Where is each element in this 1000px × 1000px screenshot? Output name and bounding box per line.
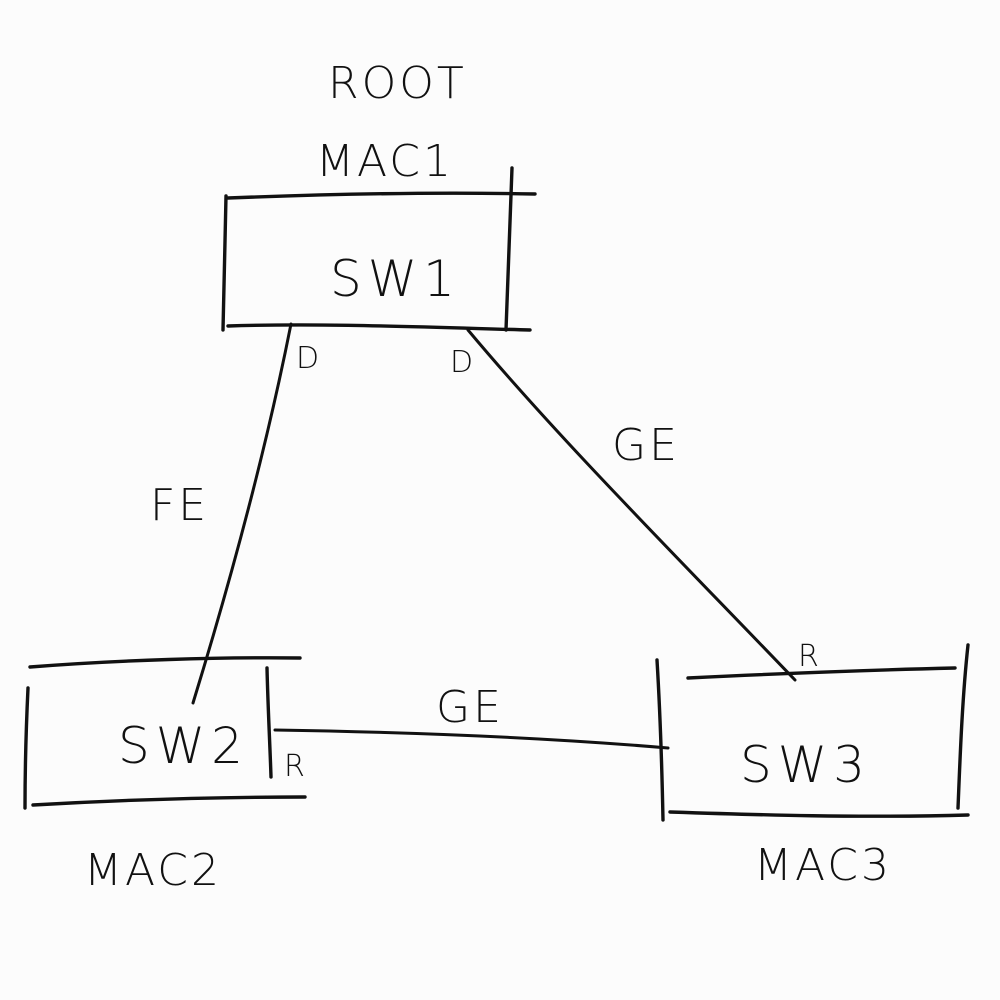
link-line-sw1-sw2 xyxy=(191,322,293,705)
sw2-box-bottom xyxy=(31,795,307,807)
link-line-sw2-sw3 xyxy=(273,728,670,750)
sw2-box-right xyxy=(265,666,273,779)
switch-sw3: SW3 xyxy=(655,643,970,822)
sw1-name: SW1 xyxy=(330,250,461,308)
port-sw3-to-sw1: R xyxy=(798,639,821,674)
sw1-box-right xyxy=(504,166,514,332)
port-sw1-to-sw3: D xyxy=(450,345,475,380)
link-line-sw1-sw3 xyxy=(466,328,797,682)
link-sw1-sw2: FE D xyxy=(150,322,321,705)
sw3-box-top xyxy=(686,666,957,680)
sw3-box-right xyxy=(956,643,970,810)
switch-sw2: SW2 xyxy=(23,656,307,810)
sw2-box-top xyxy=(28,656,302,669)
switch-sw1: SW1 xyxy=(221,166,537,332)
sw2-name: SW2 xyxy=(118,717,249,775)
port-sw1-to-sw2: D xyxy=(296,341,321,376)
sw1-box-top xyxy=(226,191,537,200)
sw1-role: ROOT xyxy=(328,58,467,109)
sw2-mac: MAC2 xyxy=(84,845,222,896)
link-type-sw1-sw2: FE xyxy=(150,480,209,531)
link-sw1-sw3: GE D R xyxy=(450,328,821,682)
sw2-box-left xyxy=(23,686,30,810)
link-sw2-sw3: GE R xyxy=(273,682,670,784)
sw3-name: SW3 xyxy=(740,736,871,794)
link-type-sw2-sw3: GE xyxy=(436,682,504,733)
sw1-box-bottom xyxy=(226,323,532,332)
sw1-mac: MAC1 xyxy=(316,136,454,187)
sw3-box-left xyxy=(655,658,665,822)
sw3-box-bottom xyxy=(668,810,970,818)
port-sw2-to-sw3: R xyxy=(284,749,307,784)
link-type-sw1-sw3: GE xyxy=(612,420,680,471)
sw3-mac: MAC3 xyxy=(754,840,892,891)
sw1-box-left xyxy=(221,194,228,332)
